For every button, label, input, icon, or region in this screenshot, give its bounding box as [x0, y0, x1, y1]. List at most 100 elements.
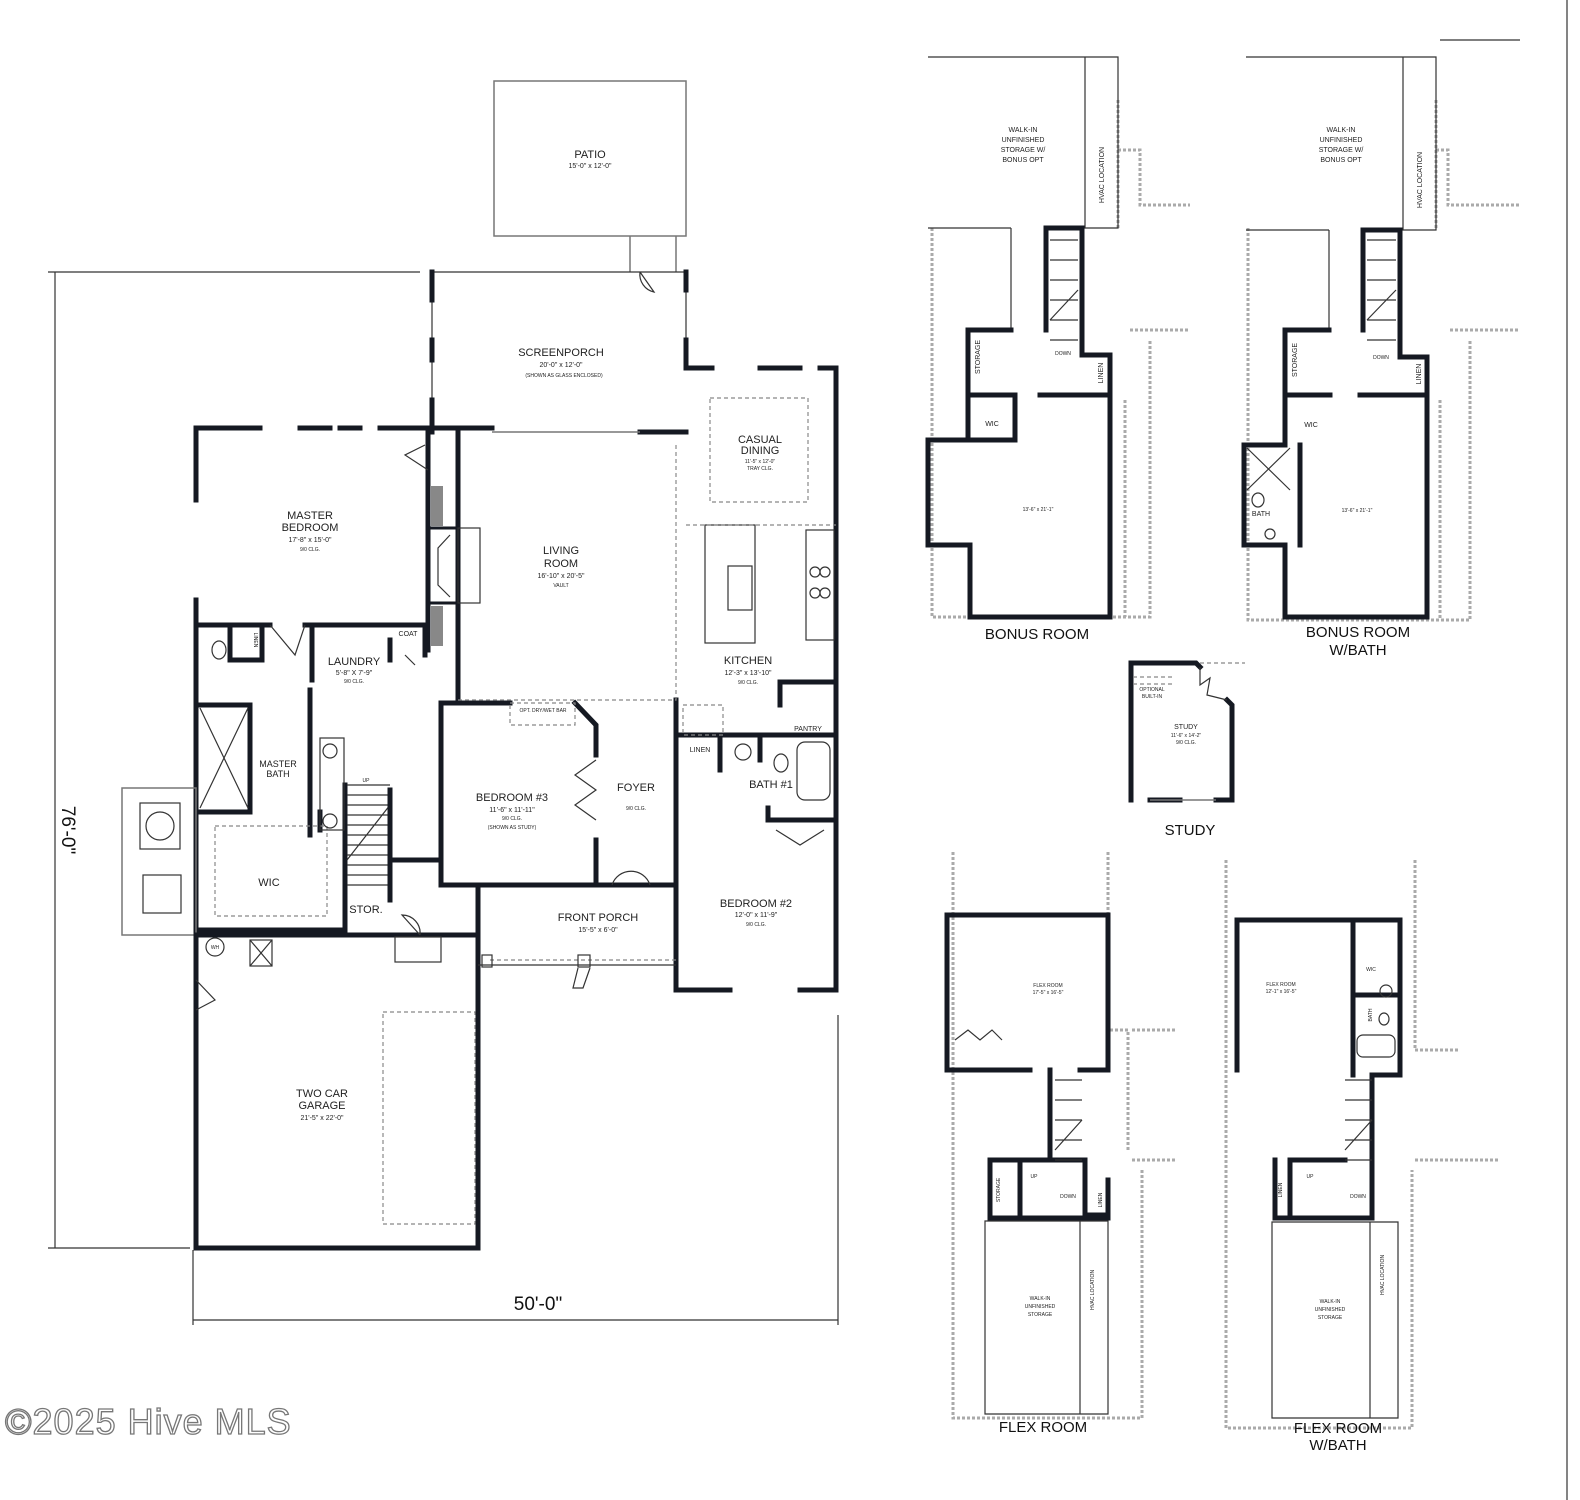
svg-text:13'-6" x 21'-1": 13'-6" x 21'-1": [1342, 508, 1373, 514]
svg-text:21'-5" x 22'-0": 21'-5" x 22'-0": [300, 1115, 344, 1122]
svg-text:20'-0" x 12'-0": 20'-0" x 12'-0": [539, 362, 583, 369]
svg-text:UP: UP: [1307, 1174, 1315, 1180]
svg-text:DOWN: DOWN: [1055, 351, 1071, 357]
svg-text:(SHOWN AS GLASS ENCLOSED): (SHOWN AS GLASS ENCLOSED): [525, 373, 603, 379]
svg-text:HVAC LOCATION: HVAC LOCATION: [1099, 147, 1106, 203]
width-dimension-line: [192, 1015, 839, 1325]
room-foyer: FOYER 9/0 CLG.: [617, 782, 655, 812]
svg-text:ROOM: ROOM: [544, 558, 578, 570]
svg-text:HVAC LOCATION: HVAC LOCATION: [1417, 152, 1424, 208]
svg-text:UNFINISHED: UNFINISHED: [1025, 1304, 1056, 1310]
svg-text:17'-5" x 16'-5": 17'-5" x 16'-5": [1033, 990, 1064, 996]
svg-text:9/0 CLG.: 9/0 CLG.: [344, 679, 364, 685]
svg-text:12'-0" x 11'-9": 12'-0" x 11'-9": [735, 912, 778, 919]
svg-text:TWO CAR: TWO CAR: [296, 1088, 348, 1100]
svg-text:OPTIONAL: OPTIONAL: [1139, 687, 1165, 693]
svg-text:UNFINISHED: UNFINISHED: [1320, 137, 1363, 144]
svg-text:FRONT PORCH: FRONT PORCH: [558, 912, 639, 924]
svg-text:WALK-IN: WALK-IN: [1327, 127, 1356, 134]
svg-text:DINING: DINING: [741, 445, 780, 457]
bedroom3-walls: [438, 699, 679, 888]
bonus-room-bath-caption: BONUS ROOM: [1306, 624, 1410, 641]
room-screenporch: SCREENPORCH 20'-0" x 12'-0" (SHOWN AS GL…: [518, 347, 604, 379]
depth-dimension-line: [48, 271, 420, 1249]
svg-text:FOYER: FOYER: [617, 782, 655, 794]
svg-text:13'-6" x 21'-1": 13'-6" x 21'-1": [1023, 507, 1054, 513]
svg-text:STORAGE: STORAGE: [1028, 1312, 1053, 1318]
room-bedroom-3: BEDROOM #3 11'-6" x 11'-11" 9/0 CLG. (SH…: [476, 792, 548, 831]
svg-text:WALK-IN: WALK-IN: [1030, 1296, 1051, 1302]
svg-text:STORAGE W/: STORAGE W/: [1319, 147, 1364, 154]
svg-text:11'-5" x 12'-0": 11'-5" x 12'-0": [745, 459, 776, 465]
label-coat: COAT: [399, 631, 419, 638]
svg-text:BEDROOM #2: BEDROOM #2: [720, 898, 792, 910]
svg-text:LINEN: LINEN: [1098, 1192, 1104, 1207]
svg-text:9/0 CLG.: 9/0 CLG.: [502, 816, 522, 822]
svg-text:BATH: BATH: [1368, 1008, 1374, 1021]
svg-text:WALK-IN: WALK-IN: [1320, 1299, 1341, 1305]
svg-text:UNFINISHED: UNFINISHED: [1002, 137, 1045, 144]
svg-text:STUDY: STUDY: [1174, 724, 1198, 731]
svg-text:TRAY CLG.: TRAY CLG.: [747, 466, 773, 472]
svg-text:GARAGE: GARAGE: [298, 1100, 345, 1112]
patio-outline: [493, 80, 687, 237]
bonus-room-bath-plan: WALK-IN UNFINISHED STORAGE W/ BONUS OPT …: [1241, 56, 1520, 659]
svg-text:STORAGE: STORAGE: [1292, 343, 1299, 377]
main-floor-plan: 76'-0" 50'-0" PATIO 15'-0" x 12'-0" SCRE…: [48, 80, 839, 1325]
svg-text:STORAGE W/: STORAGE W/: [1001, 147, 1046, 154]
svg-text:BONUS OPT: BONUS OPT: [1320, 157, 1362, 164]
svg-text:9/0 CLG.: 9/0 CLG.: [300, 547, 320, 553]
svg-text:FLEX ROOM: FLEX ROOM: [1033, 983, 1062, 989]
flex-room-bath-caption: FLEX ROOM: [1294, 1420, 1382, 1437]
svg-text:BATH: BATH: [266, 769, 289, 779]
svg-text:BUILT-IN: BUILT-IN: [1142, 694, 1163, 700]
svg-text:LIVING: LIVING: [543, 545, 579, 557]
flex-room-plan: FLEX ROOM 17'-5" x 16'-5" WALK-IN UNFINI…: [944, 852, 1175, 1436]
svg-text:HVAC LOCATION: HVAC LOCATION: [1380, 1255, 1386, 1295]
bonus-room-bath-caption-2: W/BATH: [1329, 642, 1386, 659]
svg-text:KITCHEN: KITCHEN: [724, 655, 772, 667]
room-casual-dining: CASUAL DINING 11'-5" x 12'-0" TRAY CLG.: [738, 434, 782, 472]
label-linen-master: LINEN: [252, 633, 258, 648]
svg-text:DOWN: DOWN: [1350, 1194, 1366, 1200]
svg-text:(SHOWN AS STUDY): (SHOWN AS STUDY): [488, 825, 537, 831]
bonus-room-plan: WALK-IN UNFINISHED STORAGE W/ BONUS OPT …: [925, 56, 1190, 643]
room-storage: STOR.: [349, 904, 382, 916]
room-living-room: LIVING ROOM 16'-10" x 20'-5" VAULT: [538, 545, 585, 589]
room-master-bedroom: MASTER BEDROOM 17'-8" x 15'-0" 9/0 CLG.: [282, 510, 339, 553]
svg-text:STORAGE: STORAGE: [1318, 1315, 1343, 1321]
room-kitchen: KITCHEN 12'-3" x 13'-10" 9/0 CLG.: [724, 655, 772, 686]
svg-text:9/0 CLG.: 9/0 CLG.: [746, 922, 766, 928]
room-garage: TWO CAR GARAGE 21'-5" x 22'-0": [296, 1088, 348, 1122]
svg-text:11'-6" x 11'-11": 11'-6" x 11'-11": [489, 807, 535, 814]
label-dry-wet-bar: OPT. DRY/WET BAR: [519, 708, 566, 714]
flex-room-bath-caption-2: W/BATH: [1309, 1437, 1366, 1454]
svg-text:9/0 CLG.: 9/0 CLG.: [626, 806, 646, 812]
svg-text:LAUNDRY: LAUNDRY: [328, 656, 381, 668]
svg-text:WALK-IN: WALK-IN: [1009, 127, 1038, 134]
flex-room-bath-plan: FLEX ROOM 12'-1" x 16'-5" WIC BATH WALK-…: [1224, 860, 1498, 1454]
svg-text:5'-8" X 7'-9": 5'-8" X 7'-9": [336, 670, 373, 677]
room-wic: WIC: [258, 877, 279, 889]
flex-room-caption: FLEX ROOM: [999, 1419, 1087, 1436]
svg-text:PATIO: PATIO: [574, 149, 606, 161]
svg-text:BATH: BATH: [1252, 511, 1270, 518]
svg-text:DOWN: DOWN: [1060, 1194, 1076, 1200]
room-master-bath: MASTER BATH: [259, 759, 297, 779]
svg-text:16'-10" x 20'-5": 16'-10" x 20'-5": [538, 573, 585, 580]
svg-text:FLEX ROOM: FLEX ROOM: [1266, 982, 1295, 988]
svg-text:STORAGE: STORAGE: [975, 340, 982, 374]
svg-text:HVAC LOCATION: HVAC LOCATION: [1090, 1270, 1096, 1310]
width-dimension: 50'-0": [514, 1294, 562, 1315]
svg-text:MASTER: MASTER: [287, 510, 333, 522]
svg-text:UNFINISHED: UNFINISHED: [1315, 1307, 1346, 1313]
svg-text:BEDROOM: BEDROOM: [282, 522, 339, 534]
room-front-porch: FRONT PORCH 15'-5" x 6'-0": [558, 912, 639, 934]
label-pantry: PANTRY: [794, 726, 822, 733]
svg-text:17'-8" x 15'-0": 17'-8" x 15'-0": [288, 537, 332, 544]
svg-text:WIC: WIC: [1366, 967, 1376, 973]
label-up: UP: [363, 778, 371, 784]
room-bedroom-2: BEDROOM #2 12'-0" x 11'-9" 9/0 CLG.: [720, 898, 792, 928]
svg-text:LINEN: LINEN: [1416, 364, 1423, 385]
